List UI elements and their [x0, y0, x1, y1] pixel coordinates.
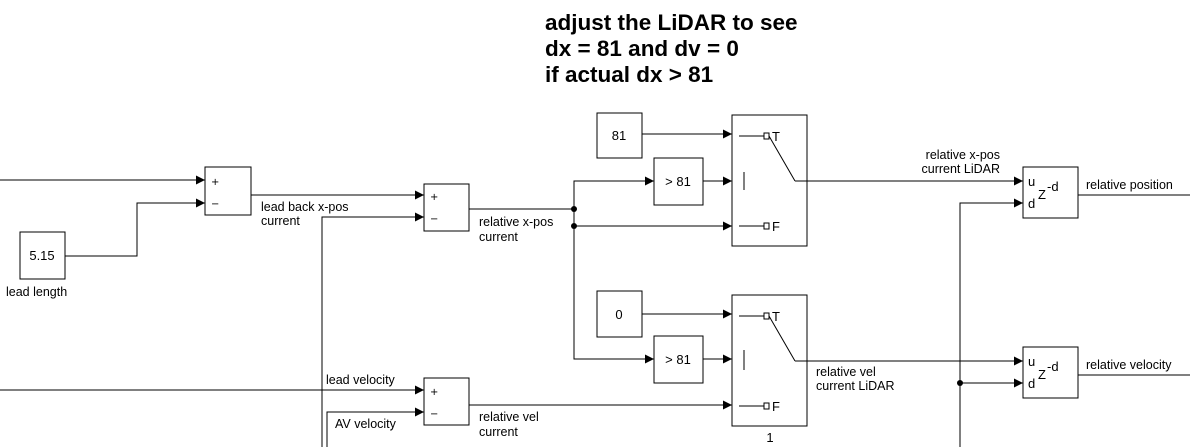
compare-bottom-text: > 81: [665, 352, 691, 367]
signal-label-lead-back-xpos: lead back x-pos: [261, 200, 349, 214]
lead-length-block[interactable]: 5.15: [19, 231, 66, 280]
switch-true-contact: [763, 132, 770, 140]
switch-false-contact: [763, 402, 770, 410]
compare-bottom-block[interactable]: > 81: [653, 335, 704, 384]
wire-lead-length[interactable]: [65, 198, 205, 257]
sum-relative-vel-block[interactable]: + −: [423, 377, 470, 426]
annotation-line-3: if actual dx > 81: [545, 62, 714, 87]
signal-label-relative-xpos-lidar: current LiDAR: [922, 162, 1001, 176]
junctions: [571, 206, 963, 386]
switch-false-port-label: F: [772, 399, 780, 414]
sum-minus-sign: −: [430, 214, 438, 225]
wire-to-compare-top[interactable]: [573, 176, 654, 209]
signal-label-relative-vel-lidar: relative vel: [816, 365, 876, 379]
wire-to-switch-top-false[interactable]: [573, 209, 732, 231]
delay-z-symbol: Z: [1038, 187, 1046, 202]
wire-delay-top-d[interactable]: [959, 198, 1023, 447]
lead-length-label: lead length: [6, 285, 67, 299]
sum-plus-sign: +: [211, 177, 219, 188]
constant-0-block[interactable]: 0: [596, 290, 643, 338]
signal-label-relative-position: relative position: [1086, 178, 1173, 192]
wire-to-compare-bottom[interactable]: [573, 226, 654, 364]
signal-label-relative-vel: relative vel: [479, 410, 539, 424]
signal-label-av-velocity: AV velocity: [335, 417, 397, 431]
junction-dot: [957, 380, 963, 386]
constant-81-value: 81: [612, 128, 626, 143]
compare-top-text: > 81: [665, 174, 691, 189]
wires: [0, 129, 1190, 447]
switch-top-block[interactable]: T F: [731, 114, 808, 247]
switch-bottom-block[interactable]: T F: [731, 294, 808, 427]
wire-av-velocity[interactable]: [326, 407, 424, 447]
delay-velocity-block[interactable]: u d Z -d: [1022, 346, 1079, 399]
sum-plus-sign: +: [430, 192, 438, 203]
constant-81-block[interactable]: 81: [596, 112, 643, 159]
signal-label-relative-xpos-lidar: relative x-pos: [926, 148, 1000, 162]
switch-false-port-label: F: [772, 219, 780, 234]
signal-label-relative-velocity: relative velocity: [1086, 358, 1172, 372]
switch-arm: [768, 315, 796, 362]
signal-label-relative-xpos: relative x-pos: [479, 215, 553, 229]
switch-false-contact: [763, 222, 770, 230]
delay-d-port: d: [1028, 196, 1035, 211]
signal-labels: lead back x-pos current relative x-pos c…: [261, 148, 1173, 439]
delay-u-port: u: [1028, 174, 1035, 189]
delay-d-port: d: [1028, 376, 1035, 391]
signal-label-lead-velocity: lead velocity: [326, 373, 396, 387]
compare-top-block[interactable]: > 81: [653, 157, 704, 206]
sum-minus-sign: −: [211, 199, 219, 210]
constant-0-value: 0: [615, 307, 622, 322]
sum-plus-sign: +: [430, 387, 438, 398]
sum-relative-xpos-block[interactable]: + −: [423, 183, 470, 232]
switch-arm: [768, 135, 796, 182]
signal-label-relative-xpos: current: [479, 230, 518, 244]
junction-dot: [571, 206, 577, 212]
delay-exponent: -d: [1047, 179, 1059, 194]
sum-minus-sign: −: [430, 409, 438, 420]
switch-true-port-label: T: [772, 129, 780, 144]
delay-u-port: u: [1028, 354, 1035, 369]
switch-true-port-label: T: [772, 309, 780, 324]
signal-label-relative-vel: current: [479, 425, 518, 439]
signal-label-lead-back-xpos: current: [261, 214, 300, 228]
switch-bottom-name: 1: [766, 430, 773, 445]
annotation-line-2: dx = 81 and dv = 0: [545, 36, 739, 61]
lead-length-value: 5.15: [29, 248, 54, 263]
annotation-line-1: adjust the LiDAR to see: [545, 10, 798, 35]
annotation-text: adjust the LiDAR to see dx = 81 and dv =…: [545, 10, 798, 88]
switch-true-contact: [763, 312, 770, 320]
wire-av-position[interactable]: [321, 212, 424, 447]
junction-dot: [571, 223, 577, 229]
delay-exponent: -d: [1047, 359, 1059, 374]
delay-position-block[interactable]: u d Z -d: [1022, 166, 1079, 219]
sum-lead-back-block[interactable]: + −: [204, 166, 252, 216]
delay-z-symbol: Z: [1038, 367, 1046, 382]
signal-label-relative-vel-lidar: current LiDAR: [816, 379, 895, 393]
